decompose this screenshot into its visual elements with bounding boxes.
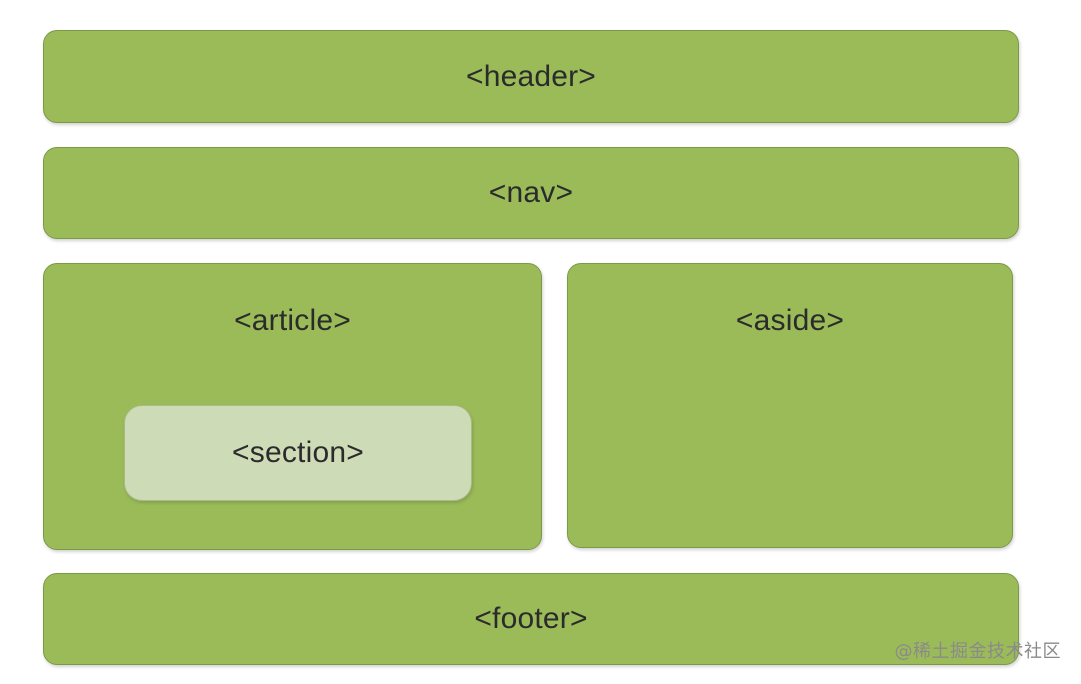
section-block: <section>: [124, 405, 472, 501]
header-label: <header>: [465, 59, 597, 93]
section-label: <section>: [232, 436, 364, 469]
nav-label: <nav>: [488, 176, 574, 209]
watermark-text: @稀土掘金技术社区: [894, 641, 1061, 662]
aside-label: <aside>: [735, 304, 845, 337]
nav-block: <nav>: [43, 147, 1019, 239]
footer-label: <footer>: [474, 602, 588, 635]
footer-block: <footer>: [43, 573, 1019, 665]
aside-block: <aside>: [567, 263, 1013, 548]
header-block: <header>: [43, 30, 1019, 123]
article-label: <article>: [234, 304, 351, 337]
article-block: <article> <section>: [43, 263, 542, 550]
